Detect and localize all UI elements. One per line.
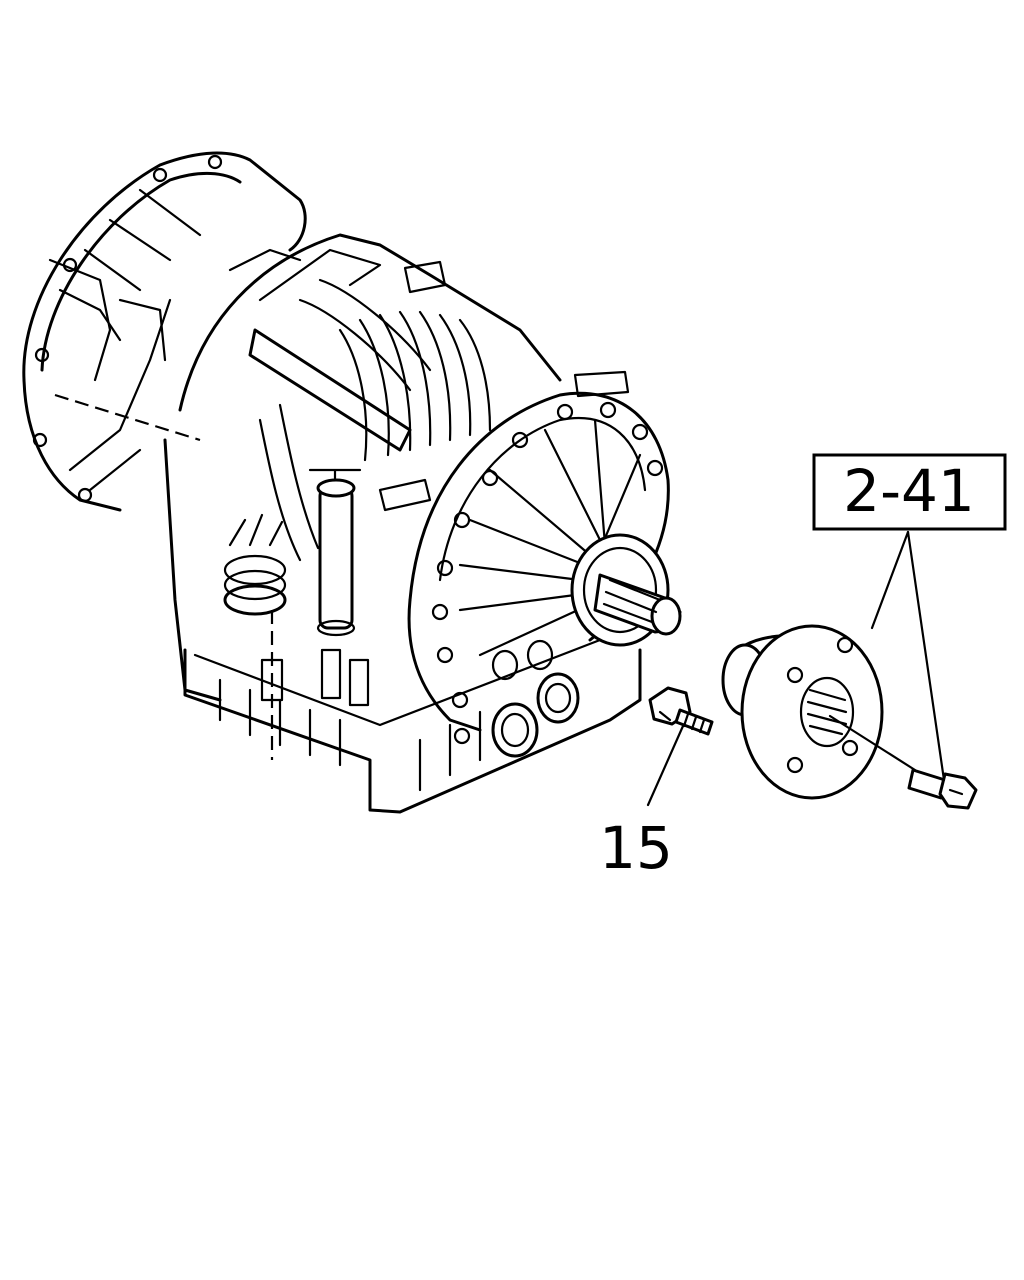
leader-lines [646, 530, 946, 807]
reference-box [812, 453, 1007, 531]
flange-bolt [907, 768, 978, 810]
bolt-part-15 [648, 686, 714, 736]
oil-pan [183, 610, 642, 814]
transmission-assembly [22, 151, 682, 814]
part-number-label: 15 [599, 814, 673, 882]
bell-housing [22, 151, 307, 512]
accumulator-stack [223, 513, 287, 616]
main-case [163, 233, 630, 702]
output-shaft [570, 533, 682, 647]
reference-label: 2-41 [843, 457, 975, 525]
reference-callout: 2-41 [812, 453, 1007, 531]
companion-flange [721, 624, 884, 800]
solenoid-valve [308, 468, 362, 637]
cooler-ports [491, 639, 580, 758]
